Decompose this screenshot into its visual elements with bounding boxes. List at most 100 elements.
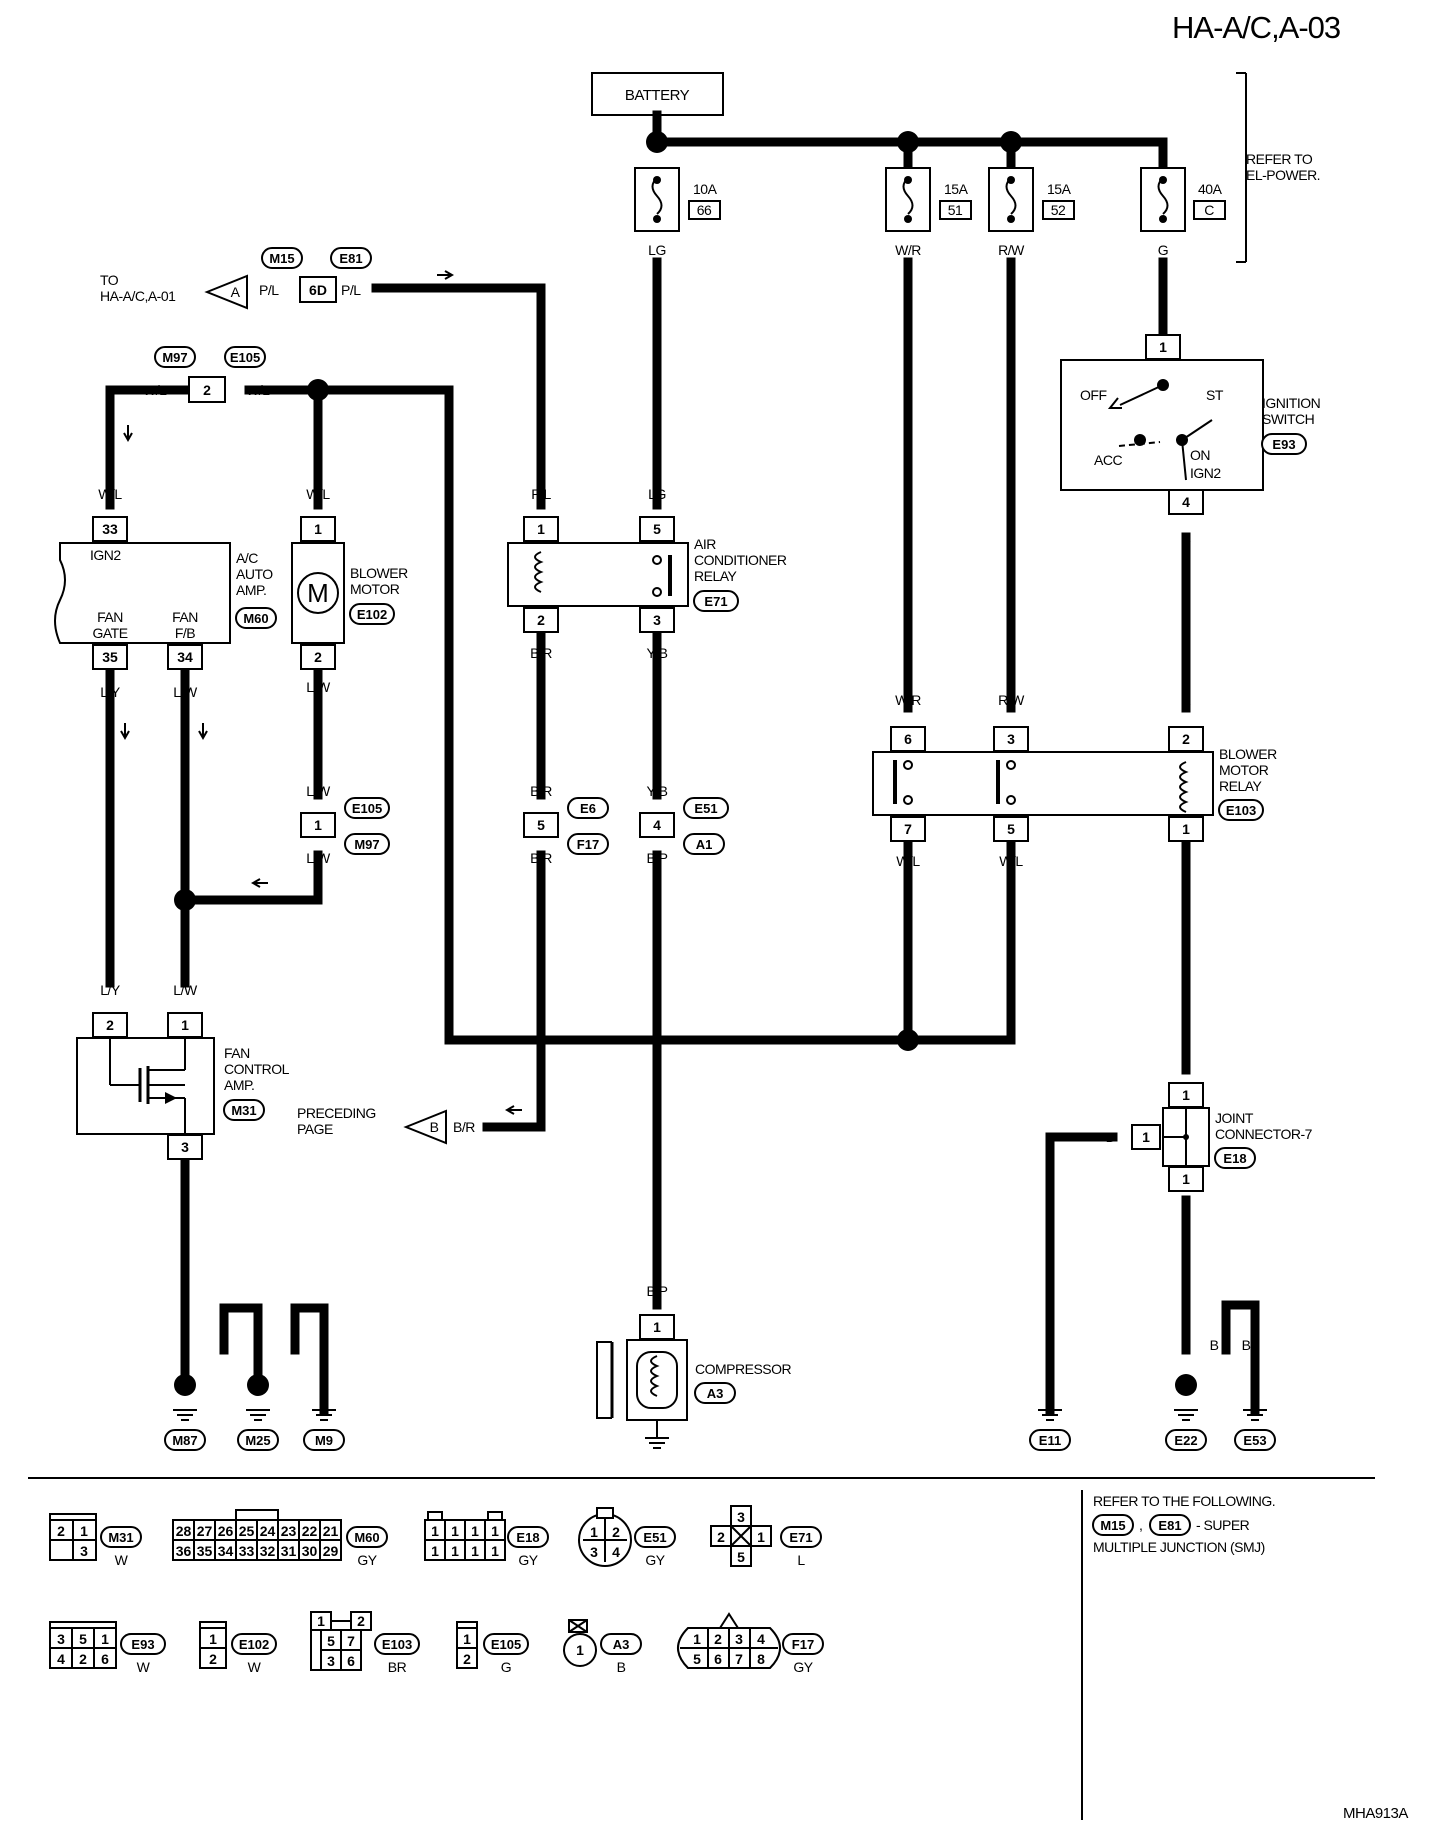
- conn-e53-label: E53: [1243, 1433, 1266, 1448]
- acr-pin1-box: [523, 516, 559, 542]
- blower-pin1: 1: [314, 521, 322, 537]
- face-e93-p2: 1: [101, 1631, 109, 1647]
- acr-box: [507, 542, 689, 607]
- face-a3-p0: 1: [576, 1642, 584, 1658]
- je6-wire-bot: B/R: [530, 850, 552, 866]
- face-a3: [563, 1619, 597, 1667]
- conn-m9-label: M9: [315, 1433, 333, 1448]
- ign-ign2: IGN2: [1190, 465, 1221, 481]
- je105-wire-bot: L/W: [306, 850, 331, 866]
- gr-wire-4: B: [1242, 1337, 1251, 1353]
- face-e102-id: E102: [239, 1637, 269, 1652]
- ac-amp-pin35-box: [92, 644, 128, 670]
- conn-e102-label: E102: [357, 607, 387, 622]
- bmr-pin1-box: [1168, 816, 1204, 842]
- jc7-pin-left: 1: [1142, 1129, 1150, 1145]
- acr-name2: CONDITIONER: [694, 552, 787, 568]
- footer-note-sep: ,: [1139, 1517, 1142, 1533]
- face-e71-p1: 2: [717, 1529, 725, 1545]
- smj-pin-box: [299, 276, 337, 303]
- face-e105-id: E105: [491, 1637, 521, 1652]
- comp-name: COMPRESSOR: [695, 1361, 792, 1377]
- face-m60-pin: 26: [218, 1523, 234, 1539]
- face-m60-pin: 22: [302, 1523, 318, 1539]
- conn-m97-oval: [154, 346, 196, 368]
- conn-a1-label: A1: [696, 837, 713, 852]
- jc7-name1: JOINT: [1215, 1110, 1254, 1126]
- footer-note-c1: M15: [1100, 1518, 1125, 1533]
- acr-pin1: 1: [537, 521, 545, 537]
- conn-e11-label: E11: [1039, 1433, 1061, 1448]
- face-m60-oval: [346, 1526, 388, 1548]
- face-e103: [310, 1611, 372, 1671]
- face-e71: [710, 1505, 772, 1567]
- bmr-name2: MOTOR: [1219, 762, 1269, 778]
- face-e93-p3: 4: [57, 1651, 65, 1667]
- refer-power-2: EL-POWER.: [1246, 167, 1320, 183]
- face-m31: [49, 1513, 97, 1561]
- ac-amp-pin35: 35: [102, 649, 118, 665]
- gl-wire-3: B: [254, 1337, 263, 1353]
- conn-e18-label: E18: [1223, 1151, 1246, 1166]
- je51-pin: 4: [653, 817, 661, 833]
- blower-pin2: 2: [314, 649, 322, 665]
- face-f17-oval: [782, 1633, 824, 1655]
- jm97-pin: 2: [203, 382, 211, 398]
- ign-name2: SWITCH: [1262, 411, 1314, 427]
- ac-amp-name1: A/C: [236, 550, 258, 566]
- smj-arrow-a: [204, 274, 248, 310]
- face-e93-p1: 5: [79, 1631, 87, 1647]
- face-f17-id: F17: [792, 1637, 814, 1652]
- acr-wire-pl: P/L: [531, 486, 551, 502]
- bmr-pin6-box: [890, 726, 926, 752]
- bmr-name3: RELAY: [1219, 778, 1263, 794]
- face-e93-oval: [120, 1633, 166, 1655]
- wire-rw-label: R/W: [998, 242, 1025, 258]
- jm97-pin-box: [188, 376, 226, 403]
- wires: [105, 257, 1260, 1415]
- jc7-name2: CONNECTOR-7: [1215, 1126, 1313, 1142]
- blower-pin2-box: [300, 644, 336, 670]
- ign-pin1-box: [1145, 334, 1181, 360]
- preceding-arrow-label: B: [430, 1119, 439, 1135]
- face-m60-pin: 31: [281, 1543, 297, 1559]
- ac-amp-wire-ly: L/Y: [100, 684, 121, 700]
- face-f17-pin: 5: [693, 1651, 701, 1667]
- footer-note1: REFER TO THE FOLLOWING.: [1093, 1493, 1275, 1509]
- bmr-pin7: 7: [904, 821, 912, 837]
- bmr-wire-5: W/L: [999, 853, 1023, 869]
- conn-f17-oval: [567, 833, 609, 855]
- conn-a3-label: A3: [707, 1386, 724, 1401]
- face-e103-p4: 3: [327, 1653, 335, 1669]
- blower-name1: BLOWER: [350, 565, 408, 581]
- refer-power-1: REFER TO: [1246, 151, 1313, 167]
- face-a3-id: A3: [613, 1637, 630, 1652]
- ign-on: ON: [1190, 447, 1210, 463]
- preceding-arrow-b: [403, 1109, 447, 1145]
- fca-wire-3: B: [181, 1172, 190, 1188]
- face-f17-pin: 6: [714, 1651, 722, 1667]
- face-m31-color: W: [115, 1552, 129, 1568]
- conn-e81-oval: [330, 247, 372, 269]
- je6-wire-top: B/R: [530, 783, 552, 799]
- face-m60-id: M60: [354, 1530, 379, 1545]
- face-e51-color: GY: [645, 1552, 665, 1568]
- conn-e11-oval: [1029, 1429, 1071, 1451]
- bmr-pin5: 5: [1007, 821, 1015, 837]
- ac-amp-pin33: 33: [102, 521, 118, 537]
- gl-wire-1: B: [181, 1337, 190, 1353]
- je51-pin-box: [639, 812, 675, 838]
- conn-e105b-oval: [344, 797, 390, 819]
- acr-pin3-box: [639, 607, 675, 633]
- conn-e105-oval: [224, 346, 266, 368]
- face-e102: [199, 1621, 227, 1669]
- jm97-wire-left: W/L: [143, 382, 167, 398]
- ac-amp-name2: AUTO: [236, 566, 273, 582]
- bmr-contacts: [893, 760, 1189, 813]
- footer-note-c2: E81: [1158, 1518, 1181, 1533]
- ac-amp-fan-gate-1: FAN: [97, 609, 123, 625]
- gr-wire-2: B: [1182, 1337, 1191, 1353]
- face-e18-pin: 1: [431, 1523, 439, 1539]
- ign-acc: ACC: [1094, 452, 1122, 468]
- je105-pin: 1: [314, 817, 322, 833]
